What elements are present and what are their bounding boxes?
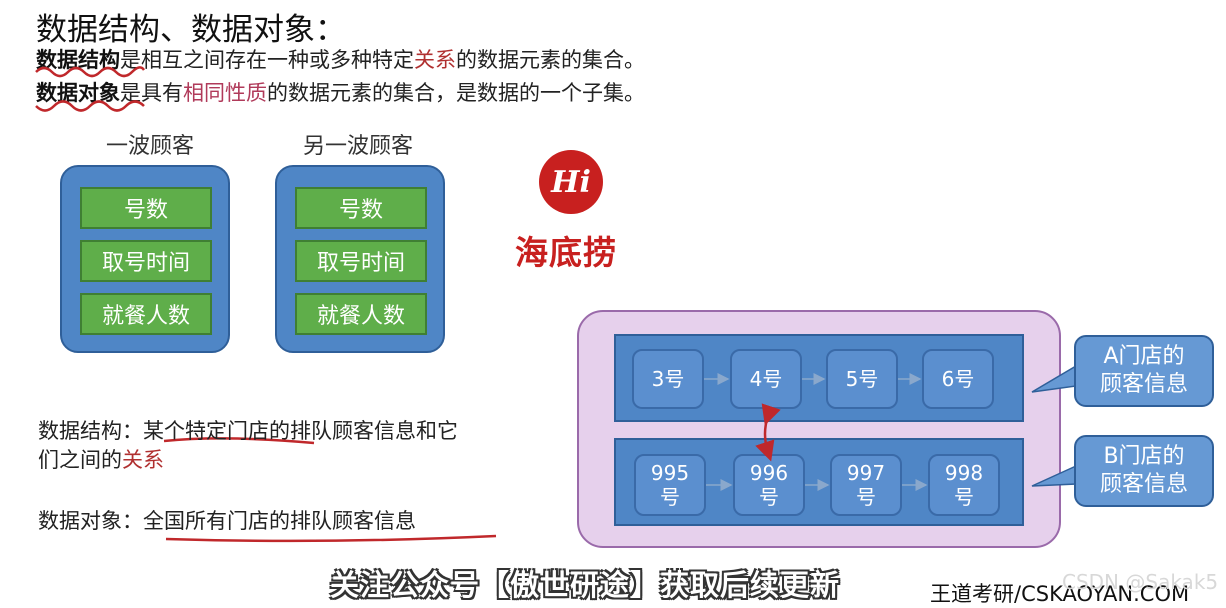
queue-node: 3号 [632,349,704,409]
example-structure-line1: 数据结构：某个特定门店的排队顾客信息和它 [38,419,458,443]
wavy-underline-object [35,100,145,112]
callout-pointer-b [1031,464,1077,487]
underline-example-structure [163,437,315,445]
customer-card-2: 号数 取号时间 就餐人数 [275,165,445,353]
field-number: 号数 [295,187,427,229]
page-title: 数据结构、数据对象： [36,12,346,48]
group-label-2: 另一波顾客 [302,134,413,159]
field-party-size: 就餐人数 [80,293,212,335]
group-label-1: 一波顾客 [105,134,194,159]
field-number: 号数 [80,187,212,229]
field-party-size: 就餐人数 [295,293,427,335]
queue-node: 6号 [922,349,994,409]
relation-arrow-icon [755,403,781,462]
video-subtitle: 关注公众号【傲世研途】获取后续更新 [330,568,841,602]
brand-text: 王道考研/CSKAOYAN.COM [930,582,1190,606]
watermark: CSDN @Sakak5 [1062,570,1219,594]
highlight-same-property: 相同性质 [183,81,267,105]
queue-node: 5号 [826,349,898,409]
highlight-relation: 关系 [414,48,456,72]
logo-name: 海底捞 [515,233,617,272]
haidilao-logo-icon: Hi [539,150,603,214]
customer-card-1: 号数 取号时间 就餐人数 [60,165,230,353]
definition-structure: 数据结构是相互之间存在一种或多种特定关系的数据元素的集合。 [36,48,645,72]
field-time: 取号时间 [80,240,212,282]
example-object: 数据对象：全国所有门店的排队顾客信息 [38,509,416,533]
term-object: 数据对象 [36,81,120,105]
underline-example-object [165,534,497,543]
callout-store-a: A门店的 顾客信息 [1074,335,1214,407]
example-structure-line2: 们之间的关系 [38,448,164,472]
definition-object: 数据对象是具有相同性质的数据元素的集合，是数据的一个子集。 [36,81,645,105]
callout-pointer-a [1031,364,1077,393]
callout-store-b: B门店的 顾客信息 [1074,435,1214,507]
wavy-underline-structure [35,66,146,78]
field-time: 取号时间 [295,240,427,282]
